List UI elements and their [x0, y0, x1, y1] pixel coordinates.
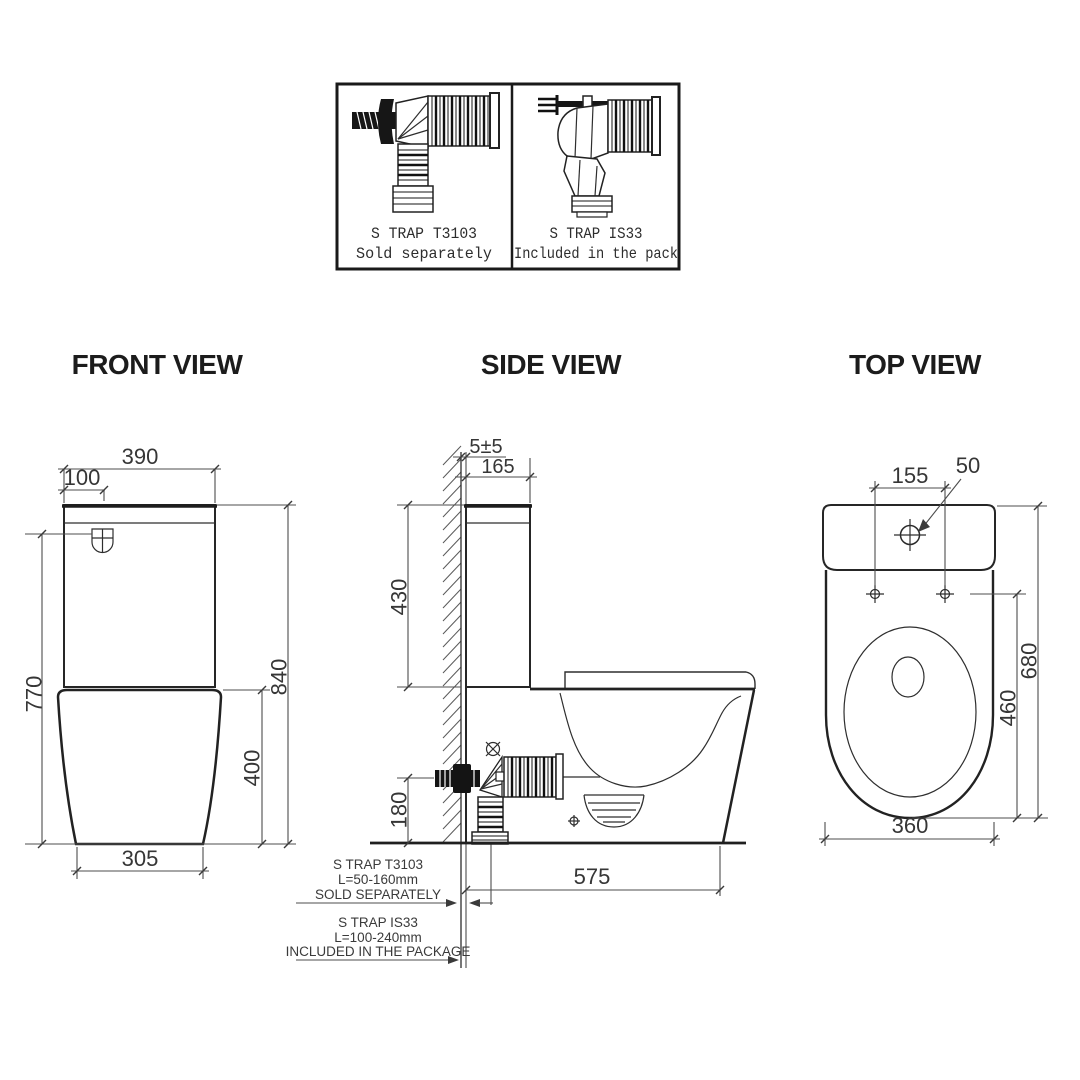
side-fixing-screw [568, 815, 580, 827]
trap2-availability: INCLUDED IN THE PACKAGE [286, 944, 471, 959]
top-seat-hole-right [936, 585, 954, 603]
top-view-title: TOP VIEW [849, 349, 982, 380]
side-dim-total-depth: 575 [574, 864, 611, 889]
strap-t3103-name: S TRAP T3103 [371, 225, 477, 243]
top-seat-opening [843, 626, 977, 798]
strap-t3103-illustration [352, 92, 500, 213]
trap1-name: S TRAP T3103 [333, 857, 423, 872]
side-strap-assembly [435, 741, 564, 845]
top-view-drawing: 155 50 680 460 360 [819, 453, 1048, 846]
top-dim-seat-length: 460 [996, 690, 1021, 727]
front-cistern [63, 504, 216, 688]
top-dim-hole-spacing: 155 [892, 463, 929, 488]
top-dim-total-depth: 680 [1017, 643, 1042, 680]
strap-header-box: S TRAP T3103 Sold separately S TRAP IS33… [335, 82, 681, 271]
side-water-trap [583, 794, 645, 828]
front-dimensions: 390 100 770 840 400 305 [22, 444, 296, 879]
side-dim-wall-gap: 5±5 [469, 436, 502, 458]
strap-is33-illustration [538, 95, 661, 218]
side-cistern [465, 504, 531, 688]
side-bowl-interior [559, 692, 742, 788]
strap-is33-name: S TRAP IS33 [550, 225, 643, 243]
top-dim-button-diameter: 50 [956, 453, 980, 478]
front-dim-pan-height: 400 [240, 750, 265, 787]
wall-hatching [442, 445, 462, 843]
side-pan-front-edge [721, 689, 756, 844]
front-dim-height-to-button: 770 [22, 676, 47, 713]
side-view-title: SIDE VIEW [481, 349, 622, 380]
side-trap-annotations: S TRAP T3103 L=50-160mm SOLD SEPARATELY … [286, 857, 493, 964]
front-pan-outline [56, 688, 223, 846]
trap2-length: L=100-240mm [334, 930, 421, 945]
side-dim-outlet-height: 180 [387, 792, 412, 829]
front-dim-cistern-width: 390 [122, 444, 159, 469]
front-dim-base-width: 305 [122, 846, 159, 871]
side-dim-cistern-depth: 165 [481, 456, 514, 478]
top-flush-outlet [891, 656, 925, 698]
top-seat-hole-left [866, 585, 884, 603]
top-pan-outline [824, 570, 995, 820]
front-view-title: FRONT VIEW [72, 349, 244, 380]
front-view-drawing: 390 100 770 840 400 305 [22, 444, 296, 879]
strap-t3103-note: Sold separately [356, 245, 492, 263]
trap1-length: L=50-160mm [338, 872, 418, 887]
front-dim-total-height: 840 [267, 659, 292, 696]
side-seat [564, 671, 756, 689]
trap2-name: S TRAP IS33 [338, 915, 418, 930]
side-view-drawing: 5±5 165 430 180 575 S TRAP T3103 L=50-1 [286, 436, 756, 968]
front-dim-button-offset: 100 [64, 465, 101, 490]
front-flush-button [91, 528, 114, 554]
side-dimensions: 5±5 165 430 180 575 [387, 436, 725, 896]
strap-is33-note: Included in the pack [514, 245, 678, 263]
top-flush-button [894, 519, 926, 551]
trap1-availability: SOLD SEPARATELY [315, 887, 441, 902]
top-dimensions: 155 50 680 460 360 [819, 453, 1048, 846]
top-dim-bowl-width: 360 [892, 813, 929, 838]
top-cistern [822, 504, 996, 571]
side-dim-cistern-height: 430 [387, 579, 412, 616]
